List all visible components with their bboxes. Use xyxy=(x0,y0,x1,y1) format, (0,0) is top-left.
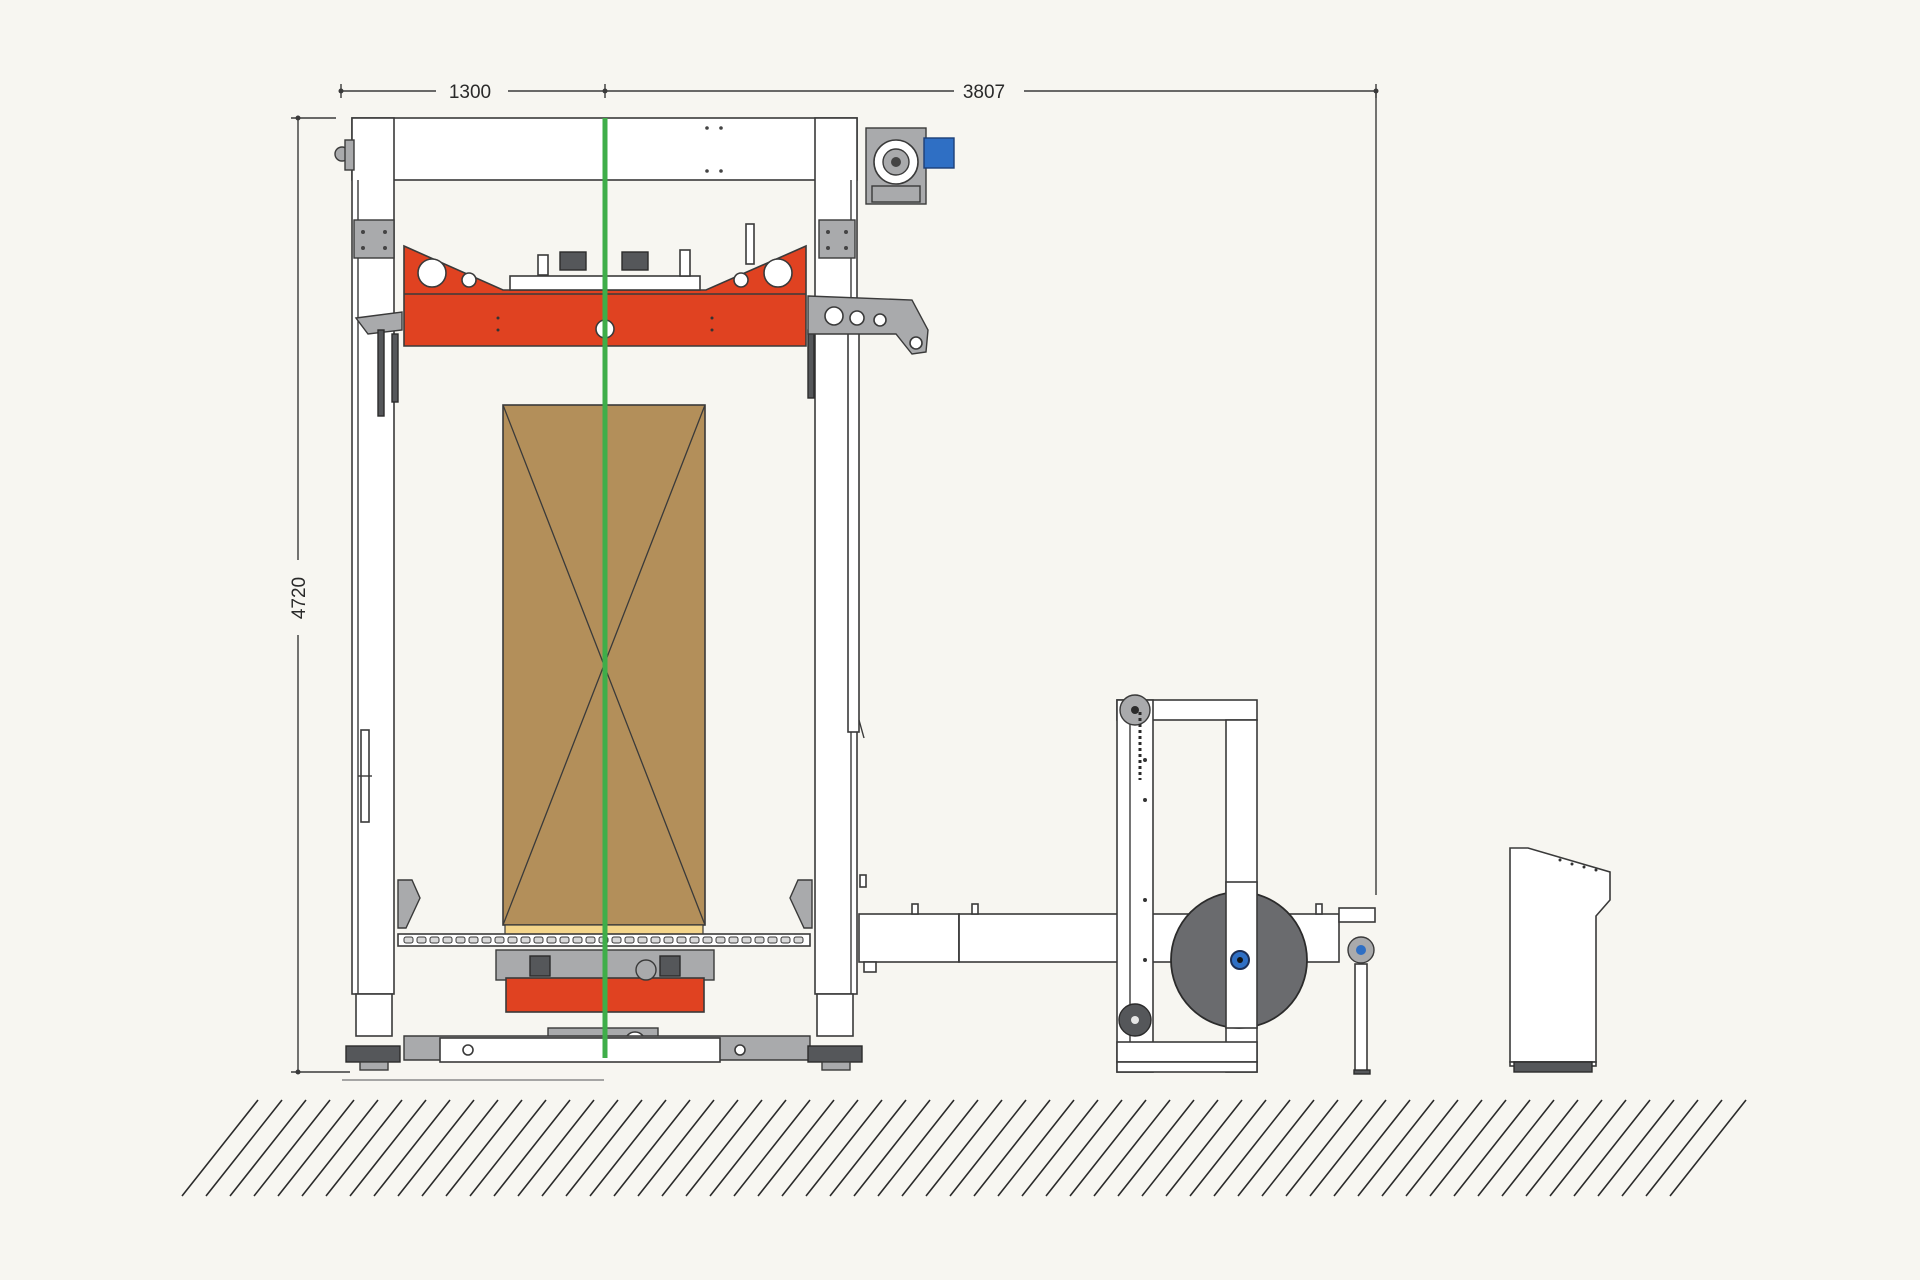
dimension-label-1300: 1300 xyxy=(449,82,491,103)
dimension-height: 4720 xyxy=(289,115,350,1075)
ground-hatch xyxy=(181,1099,1747,1197)
dimension-label-4720: 4720 xyxy=(289,577,310,619)
control-cabinet xyxy=(1509,847,1611,1073)
dimension-top: 1300 3807 xyxy=(338,82,1379,895)
dimension-label-3807: 3807 xyxy=(963,82,1005,103)
strap-reel-dispenser xyxy=(1116,694,1376,1075)
drive-motor xyxy=(865,127,955,205)
